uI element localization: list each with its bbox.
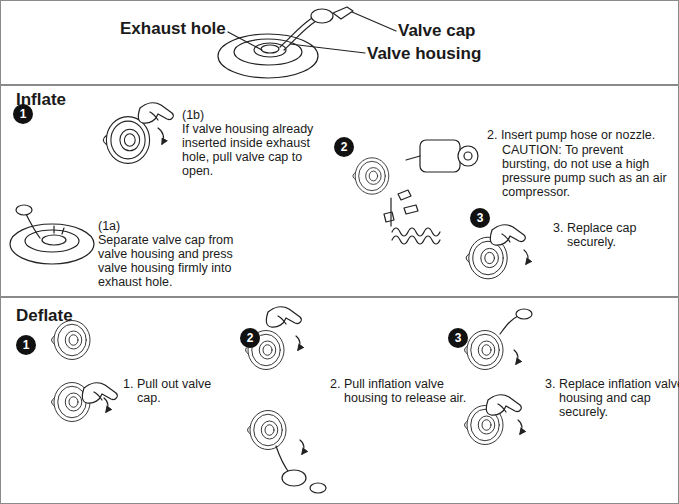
nozzle-tip (384, 212, 394, 222)
nozzle-wire (390, 198, 391, 226)
step-badge: 2 (334, 137, 354, 157)
instruction-text: If valve housing already inserted inside… (182, 122, 332, 178)
step-tag: (1a) (98, 219, 120, 233)
instruction-text: 2. Insert pump hose or nozzle. (487, 128, 672, 142)
valve-cap-shape (516, 309, 532, 319)
badge-circle (13, 104, 33, 124)
step-badge: 3 (448, 328, 468, 348)
part-label: Exhaust hole (120, 19, 226, 38)
motion-arrow (524, 250, 528, 264)
hand-drawing (138, 103, 173, 123)
pump-body (420, 140, 460, 172)
badge-circle (334, 137, 354, 157)
step-badge: 2 (240, 328, 260, 348)
cap-strap (500, 316, 518, 334)
hose-coil (392, 228, 440, 236)
instruction-text: 3. Replace inflation valve housing and c… (545, 377, 679, 419)
step-number: 3 (448, 328, 468, 348)
valve-drawing (51, 321, 90, 360)
valve-cap-shape (310, 483, 326, 493)
step-number: 3 (470, 208, 490, 228)
nozzle-tip (404, 205, 418, 214)
cap-strap (276, 446, 290, 474)
step-number: 2 (240, 328, 260, 348)
motion-arrow (104, 398, 108, 412)
hand-drawing (490, 225, 525, 245)
motion-arrow (296, 336, 300, 350)
caution-text: CAUTION: To prevent bursting, do not use… (502, 143, 674, 199)
valve-post (53, 226, 54, 233)
leader-line (228, 32, 262, 50)
valve-drawing (247, 411, 286, 450)
motion-arrow (518, 420, 522, 434)
badge-circle (470, 208, 490, 228)
hose-coil (392, 236, 440, 244)
badge-circle (448, 328, 468, 348)
step-badge: 1 (16, 335, 36, 355)
valve-post (62, 228, 64, 234)
valve-cap-shape (311, 9, 333, 23)
valve-drawing (103, 117, 149, 164)
valve-housing-shape (42, 235, 66, 245)
instruction-text: Separate valve cap from valve housing an… (98, 233, 258, 289)
nozzle-tip (398, 190, 411, 200)
part-label: Valve housing (367, 44, 481, 63)
bowl-outline (10, 224, 94, 264)
valve-drawing (353, 158, 389, 194)
bowl-outline (218, 34, 318, 78)
leader-line (352, 12, 396, 31)
leader-line (290, 44, 365, 53)
exhaust-hole-rim (25, 230, 79, 252)
pump-fan (458, 146, 478, 166)
valve-housing-port (261, 45, 279, 53)
step-badge: 3 (470, 208, 490, 228)
pump-fan-hub (464, 152, 472, 160)
step-badge: 1 (13, 104, 33, 124)
badge-circle (240, 328, 260, 348)
cap-strap (26, 214, 40, 238)
motion-arrow (158, 128, 164, 144)
valve-housing-shape (282, 470, 306, 486)
part-label: Valve cap (398, 21, 476, 40)
hand-drawing (266, 307, 301, 327)
hand-drawing (82, 383, 117, 403)
motion-arrow (300, 440, 304, 454)
badge-circle (16, 335, 36, 355)
hand-drawing (486, 395, 521, 415)
instruction-text: 2. Pull inflation valve housing to relea… (330, 377, 484, 405)
instruction-text: 3. Replace cap securely. (553, 221, 657, 249)
valve-drawing (464, 331, 503, 370)
step-tag: (1b) (182, 108, 204, 122)
step-number: 1 (13, 104, 33, 124)
valve-cap-shape (16, 205, 32, 215)
cap-tab (333, 7, 353, 19)
section-heading: Deflate (16, 306, 73, 326)
cap-strap (280, 18, 312, 47)
step-number: 1 (16, 335, 36, 355)
instruction-text: 1. Pull out valve cap. (123, 377, 237, 405)
pump-nozzle (406, 156, 420, 160)
step-number: 2 (334, 137, 354, 157)
motion-arrow (514, 350, 518, 364)
